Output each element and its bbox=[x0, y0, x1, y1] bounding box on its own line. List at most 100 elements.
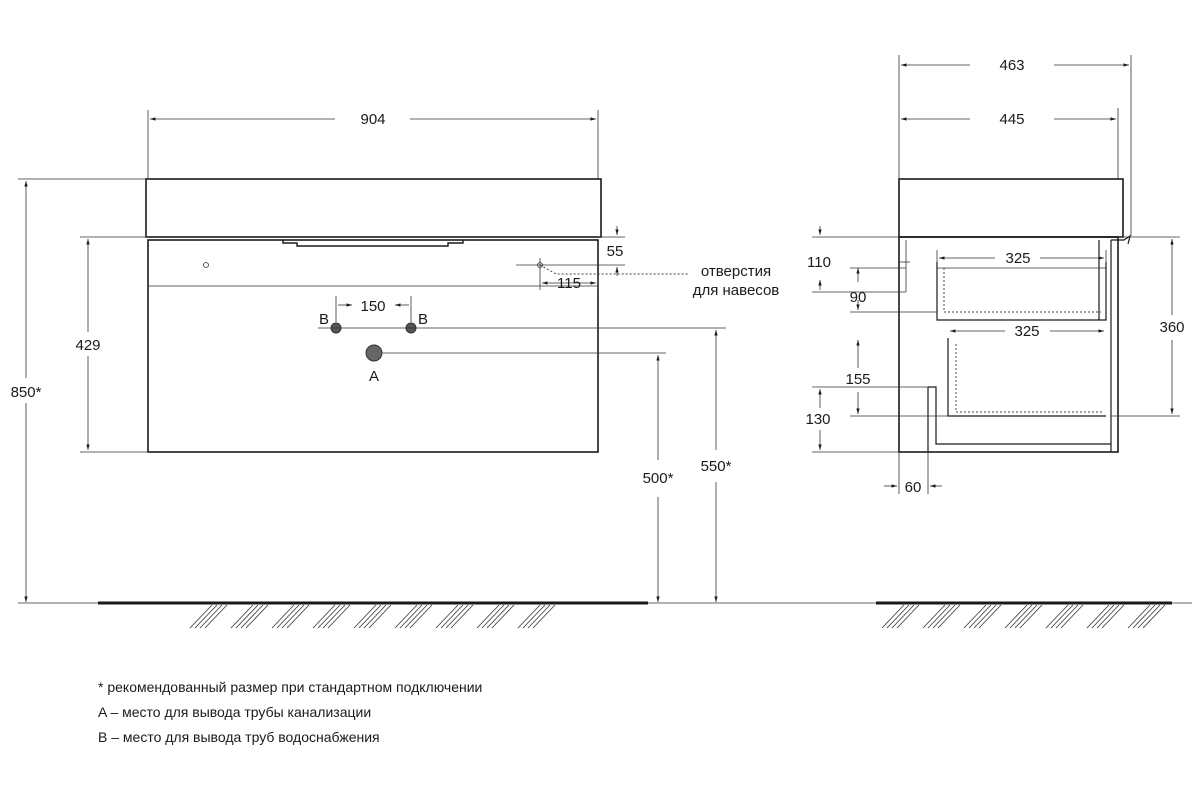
floor-hatch-line bbox=[440, 604, 464, 629]
floor-hatch-line bbox=[922, 604, 946, 629]
lower-drawer bbox=[947, 338, 1106, 417]
floor-line bbox=[18, 601, 1192, 629]
floor-hatch-line bbox=[1045, 604, 1069, 629]
dim-110: 110 bbox=[807, 254, 831, 271]
floor-hatch-line bbox=[886, 604, 910, 629]
floor-hatch-line bbox=[481, 604, 505, 629]
dim-325-bottom: 325 bbox=[1014, 323, 1039, 340]
floor-hatch-line bbox=[353, 604, 377, 629]
floor-hatch-line bbox=[532, 604, 556, 629]
note-asterisk: * рекомендованный размер при стандартном… bbox=[98, 679, 483, 695]
dim-150: 150 bbox=[360, 298, 385, 315]
floor-hatch-line bbox=[486, 604, 510, 629]
floor-hatch-line bbox=[1086, 604, 1110, 629]
floor-hatch-line bbox=[1142, 604, 1166, 629]
floor-hatch-line bbox=[1101, 604, 1125, 629]
floor-hatch-line bbox=[522, 604, 546, 629]
floor-hatch-line bbox=[973, 604, 997, 629]
pipe-a-marker bbox=[365, 344, 383, 362]
floor-hatch-line bbox=[435, 604, 459, 629]
front-top-slab bbox=[145, 178, 602, 238]
floor-hatch-line bbox=[927, 604, 951, 629]
floor-hatch-line bbox=[968, 604, 992, 629]
floor-hatch-line bbox=[312, 604, 336, 629]
dim-360: 360 bbox=[1159, 319, 1184, 336]
dim-90: 90 bbox=[850, 289, 867, 306]
floor-hatch-line bbox=[932, 604, 956, 629]
floor-hatch-line bbox=[235, 604, 259, 629]
dim-60: 60 bbox=[905, 479, 922, 496]
note-a: A – место для вывода трубы канализации bbox=[98, 704, 372, 720]
floor-hatch-line bbox=[189, 604, 213, 629]
floor-hatch-line bbox=[1127, 604, 1151, 629]
side-top-slab bbox=[898, 178, 1124, 238]
floor-hatch-line bbox=[881, 604, 905, 629]
floor-hatch-line bbox=[317, 604, 341, 629]
dim-130: 130 bbox=[805, 411, 830, 428]
side-cabinet-body bbox=[898, 236, 1119, 453]
dim-550: 550* bbox=[701, 458, 732, 475]
label-a: A bbox=[369, 368, 379, 385]
callout-line-2: для навесов bbox=[693, 282, 780, 299]
floor-hatch-line bbox=[891, 604, 915, 629]
side-view bbox=[812, 55, 1180, 494]
floor-hatch-line bbox=[517, 604, 541, 629]
floor-hatch-line bbox=[368, 604, 392, 629]
floor-hatch-line bbox=[281, 604, 305, 629]
floor-hatch-line bbox=[1132, 604, 1156, 629]
floor-hatch-line bbox=[286, 604, 310, 629]
floor-hatch-line bbox=[327, 604, 351, 629]
floor-hatch-line bbox=[445, 604, 469, 629]
floor-hatch-line bbox=[271, 604, 295, 629]
dim-115: 115 bbox=[557, 275, 581, 292]
dim-55: 55 bbox=[607, 243, 624, 260]
siphon-cutout bbox=[927, 386, 1111, 452]
dim-325-top: 325 bbox=[1005, 250, 1030, 267]
front-view bbox=[18, 110, 726, 602]
floor-hatch-line bbox=[322, 604, 346, 629]
hanging-hole-left bbox=[203, 262, 209, 268]
floor-hatch-line bbox=[963, 604, 987, 629]
floor-hatch-line bbox=[978, 604, 1002, 629]
floor-hatch-line bbox=[937, 604, 961, 629]
dim-850: 850* bbox=[11, 384, 42, 401]
callout-line-1: отверстия bbox=[701, 263, 771, 280]
floor-hatch-line bbox=[194, 604, 218, 629]
upper-drawer bbox=[936, 262, 1107, 321]
dim-904: 904 bbox=[360, 111, 385, 128]
floor-hatch-line bbox=[1014, 604, 1038, 629]
floor-hatch-line bbox=[1019, 604, 1043, 629]
floor-hatch-line bbox=[204, 604, 228, 629]
floor-hatch-line bbox=[527, 604, 551, 629]
floor-hatch-line bbox=[404, 604, 428, 629]
floor-hatch-line bbox=[363, 604, 387, 629]
dim-500: 500* bbox=[643, 470, 674, 487]
floor-hatch-line bbox=[1096, 604, 1120, 629]
floor-hatch-line bbox=[491, 604, 515, 629]
label-b-left: B bbox=[319, 311, 329, 328]
dim-445: 445 bbox=[999, 111, 1024, 128]
note-b: B – место для вывода труб водоснабжения bbox=[98, 729, 380, 745]
front-handle bbox=[282, 240, 464, 247]
floor-hatch-line bbox=[1137, 604, 1161, 629]
floor-hatch-line bbox=[450, 604, 474, 629]
floor-hatch-line bbox=[245, 604, 269, 629]
floor-hatch-line bbox=[394, 604, 418, 629]
floor-hatch-line bbox=[276, 604, 300, 629]
floor-hatch-line bbox=[399, 604, 423, 629]
floor-hatch-line bbox=[1091, 604, 1115, 629]
floor-hatch-line bbox=[896, 604, 920, 629]
floor-hatch-line bbox=[199, 604, 223, 629]
dim-429: 429 bbox=[75, 337, 100, 354]
dim-155: 155 bbox=[845, 371, 870, 388]
floor-hatch-line bbox=[230, 604, 254, 629]
floor-hatch-line bbox=[1009, 604, 1033, 629]
floor-hatch-line bbox=[1004, 604, 1028, 629]
floor-hatch-line bbox=[1050, 604, 1074, 629]
front-cabinet-body bbox=[147, 239, 599, 453]
floor-hatch-line bbox=[358, 604, 382, 629]
floor-hatch-line bbox=[476, 604, 500, 629]
floor-hatch-line bbox=[1060, 604, 1084, 629]
label-b-right: B bbox=[418, 311, 428, 328]
